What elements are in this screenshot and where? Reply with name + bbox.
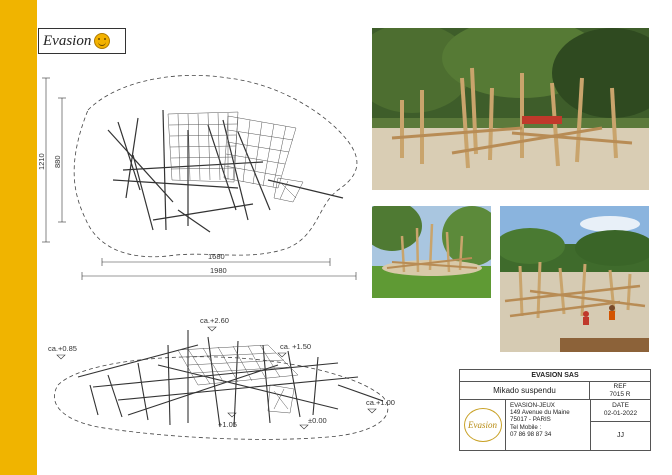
photo-playground-grass bbox=[372, 206, 491, 298]
plan-view-drawing: 1210 880 1680 1980 bbox=[38, 74, 358, 280]
smiley-icon bbox=[94, 33, 111, 49]
product-name: Mikado suspendu bbox=[460, 382, 590, 400]
height-label-105: +1.05 bbox=[218, 420, 237, 429]
plan-width-inner: 1680 bbox=[208, 252, 225, 261]
ref-value: 7015 R bbox=[609, 391, 631, 398]
photo-playground-children bbox=[500, 206, 649, 352]
yellow-sidebar bbox=[0, 0, 37, 475]
address-line: 149 Avenue du Maine bbox=[510, 409, 570, 417]
plan-width-outer: 1980 bbox=[210, 266, 227, 275]
address-line: Tel Mobile : bbox=[510, 423, 542, 431]
plan-height-inner: 880 bbox=[53, 155, 62, 168]
title-block: EVASION SAS Mikado suspendu REF 7015 R E… bbox=[459, 369, 651, 451]
height-label-260: ca.+2.60 bbox=[200, 316, 229, 325]
height-label-150: ca. +1.50 bbox=[280, 342, 311, 351]
address-line: EVASION-JEUX bbox=[510, 402, 555, 409]
address-line: 07 86 98 87 34 bbox=[510, 430, 552, 438]
company-name: EVASION SAS bbox=[460, 370, 650, 382]
logo-text: Evasion bbox=[43, 32, 92, 49]
address-line: 75017 - PARIS bbox=[510, 416, 551, 424]
height-label-000: ±0.00 bbox=[308, 416, 327, 425]
reference-cell: REF 7015 R bbox=[590, 382, 650, 400]
titleblock-logo-text: Evasion bbox=[468, 420, 497, 430]
date-label: DATE bbox=[612, 402, 629, 409]
author-initials: JJ bbox=[590, 422, 650, 450]
titleblock-logo: Evasion bbox=[460, 400, 506, 450]
logo-ring: Evasion bbox=[463, 408, 502, 442]
date-cell: DATE 02-01-2022 bbox=[590, 400, 650, 422]
brand-logo: Evasion bbox=[38, 28, 126, 54]
plan-height-outer: 1210 bbox=[38, 153, 46, 170]
height-label-085: ca.+0.85 bbox=[48, 344, 77, 353]
company-address: EVASION-JEUX 149 Avenue du Maine 75017 -… bbox=[510, 402, 588, 438]
ref-label: REF bbox=[613, 383, 627, 390]
perspective-drawing: ca.+2.60 ca.+0.85 ca. +1.50 ca.+1.00 +1.… bbox=[48, 316, 395, 440]
date-value: 02-01-2022 bbox=[603, 410, 638, 417]
photo-playground-main bbox=[372, 28, 649, 190]
height-label-100: ca.+1.00 bbox=[366, 398, 395, 407]
